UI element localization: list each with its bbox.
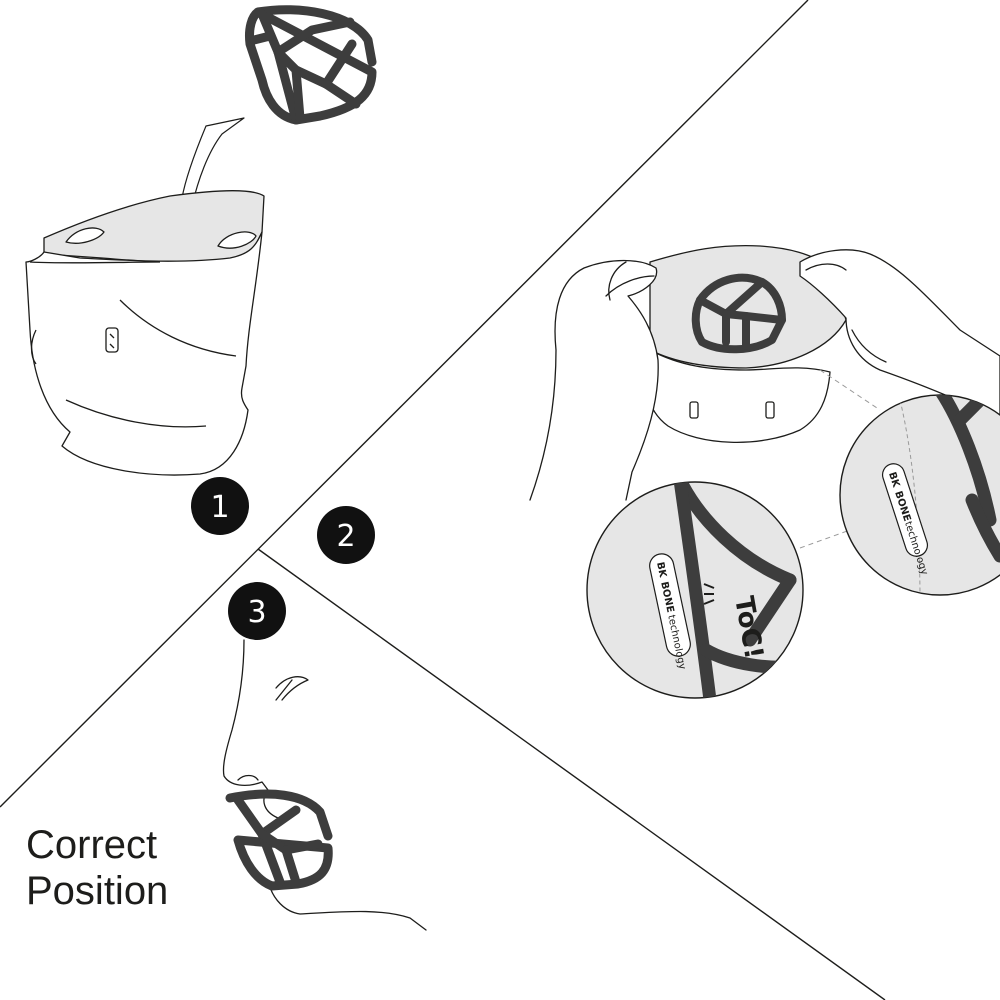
neck-gaiter-mask	[25, 190, 265, 476]
mask-frame-on-face	[225, 789, 333, 891]
mask-frame-top	[245, 5, 377, 125]
step-badge-1: 1	[191, 477, 249, 535]
caption-line-2: Position	[26, 869, 169, 913]
brand-icon-left: BK	[654, 561, 668, 580]
face-profile	[222, 639, 427, 931]
step-badge-2: 2	[317, 506, 375, 564]
detail-connectors	[799, 369, 881, 549]
hands-holding-mask	[529, 245, 1000, 501]
panel-dividers	[0, 0, 886, 1000]
divider-diagonal-main	[0, 0, 809, 808]
step-number-2: 2	[336, 519, 355, 554]
click-burst-icon	[703, 583, 715, 605]
brand-icon-right: BK	[886, 471, 902, 490]
detail-circle-left: BK BONE technology ToC!	[586, 481, 804, 699]
detail-circle-right: BK BONE technology	[839, 394, 1000, 596]
step-badges: 1 2 3	[191, 477, 375, 640]
panel-3	[222, 639, 427, 931]
caption-line-1: Correct	[26, 823, 158, 867]
step-number-1: 1	[210, 490, 229, 525]
correct-position-caption: Correct Position	[26, 822, 168, 914]
step-badge-3: 3	[228, 582, 286, 640]
panel-1	[25, 5, 377, 476]
panel-2: BK BONE technology BK	[529, 245, 1000, 699]
divider-diagonal-lower	[257, 548, 886, 1000]
mask-frame-inside	[691, 273, 786, 354]
step-number-3: 3	[247, 595, 266, 630]
